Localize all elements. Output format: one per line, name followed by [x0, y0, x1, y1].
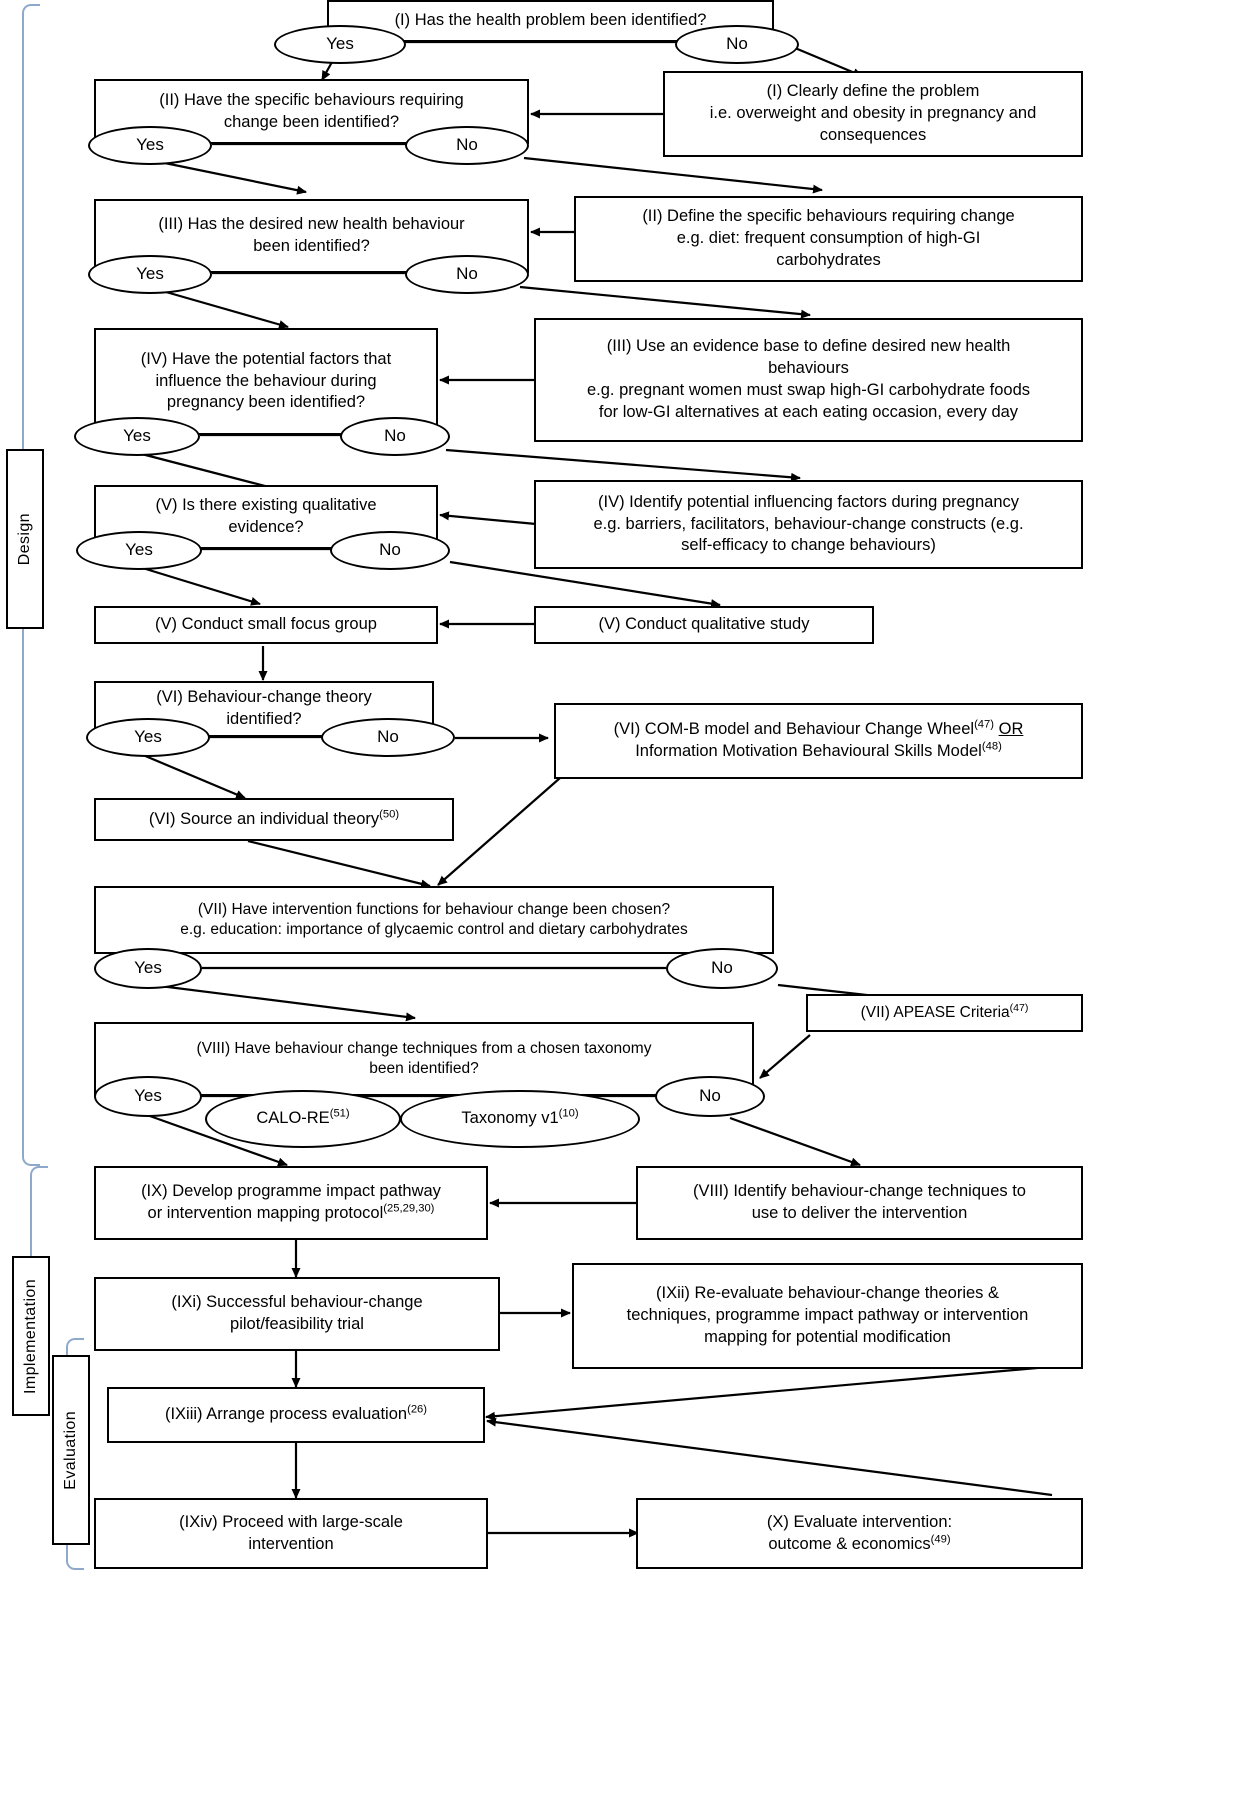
ref-evaluate: (49): [930, 1533, 951, 1545]
oval-q5-yes[interactable]: Yes: [76, 531, 202, 570]
oval-q3-no[interactable]: No: [405, 255, 529, 294]
oval-q6-yes[interactable]: Yes: [86, 718, 210, 757]
ref-imb: (48): [981, 740, 1002, 753]
ref-process-evaluation: (26): [407, 1403, 428, 1416]
oval-q3-yes[interactable]: Yes: [88, 255, 212, 294]
oval-q7-yes[interactable]: Yes: [94, 948, 202, 989]
oval-taxonomy-v1[interactable]: Taxonomy v1(10): [400, 1090, 640, 1148]
oval-q4-no[interactable]: No: [340, 417, 450, 456]
oval-q2-yes[interactable]: Yes: [88, 126, 212, 165]
oval-q7-no[interactable]: No: [666, 948, 778, 989]
phase-label-implementation: Implementation: [12, 1256, 50, 1416]
edge-q3no-a3: [519, 285, 811, 319]
node-a7-apease-criteria[interactable]: (VII) APEASE Criteria(47): [806, 994, 1083, 1032]
ref-com-b: (47): [974, 718, 995, 731]
edge-n10-n9iii: [486, 1417, 1053, 1497]
node-n9iv-large-scale-intervention[interactable]: (IXiv) Proceed with large-scale interven…: [94, 1498, 488, 1569]
node-conduct-small-focus-group[interactable]: (V) Conduct small focus group: [94, 606, 438, 644]
oval-q8-yes[interactable]: Yes: [94, 1076, 202, 1117]
oval-q5-no[interactable]: No: [330, 531, 450, 570]
ref-calo-re: (51): [329, 1107, 350, 1120]
node-source-individual-theory[interactable]: (VI) Source an individual theory(50): [94, 798, 454, 841]
oval-q8-no[interactable]: No: [655, 1076, 765, 1117]
oval-q1-yes[interactable]: Yes: [274, 25, 406, 64]
node-a6-com-b-model[interactable]: (VI) COM-B model and Behaviour Change Wh…: [554, 703, 1083, 779]
edge-q8yes-n9: [146, 1113, 288, 1167]
node-a2-define-behaviours[interactable]: (II) Define the specific behaviours requ…: [574, 196, 1083, 282]
edge-q2no-a2: [523, 156, 823, 194]
ref-taxonomy-v1: (10): [558, 1107, 579, 1120]
edge-q1yes-q2: [321, 61, 333, 81]
edge-a6-q7: [437, 777, 561, 886]
or-keyword: OR: [998, 720, 1024, 739]
phase-label-evaluation: Evaluation: [52, 1355, 90, 1545]
edge-q6yes-n6: [142, 753, 246, 800]
node-q8-behaviour-change-techniques[interactable]: (VIII) Have behaviour change techniques …: [94, 1022, 754, 1096]
edge-n6-q7: [247, 839, 431, 889]
edge-n9ii-n9iii: [485, 1365, 1049, 1421]
edge-q4no-a4: [445, 448, 801, 482]
edge-q7yes-q8: [159, 984, 416, 1022]
edge-q5no-focus: [449, 560, 721, 609]
node-a4-influencing-factors[interactable]: (IV) Identify potential influencing fact…: [534, 480, 1083, 569]
node-a1-define-problem[interactable]: (I) Clearly define the problem i.e. over…: [663, 71, 1083, 157]
node-n9iii-process-evaluation[interactable]: (IXiii) Arrange process evaluation(26): [107, 1387, 485, 1443]
ref-apease: (47): [1009, 1001, 1029, 1014]
ref-individual-theory: (50): [379, 808, 400, 821]
node-conduct-qualitative-study[interactable]: (V) Conduct qualitative study: [534, 606, 874, 644]
oval-q2-no[interactable]: No: [405, 126, 529, 165]
phase-label-design: Design: [6, 449, 44, 629]
oval-q1-no[interactable]: No: [675, 25, 799, 64]
oval-q6-no[interactable]: No: [321, 718, 455, 757]
node-n9i-pilot-feasibility-trial[interactable]: (IXi) Successful behaviour-change pilot/…: [94, 1277, 500, 1351]
oval-taxonomy-calo-re[interactable]: CALO-RE(51): [205, 1090, 401, 1148]
node-a8-identify-techniques[interactable]: (VIII) Identify behaviour-change techniq…: [636, 1166, 1083, 1240]
edge-q3yes-q4: [151, 286, 289, 329]
node-a3-evidence-base[interactable]: (III) Use an evidence base to define des…: [534, 318, 1083, 442]
edge-q8no-a8: [729, 1116, 861, 1167]
edge-q5yes-qual: [135, 564, 261, 606]
edge-a7-q8: [759, 1034, 811, 1079]
ref-pathway: (25,29,30): [383, 1202, 435, 1215]
edge-q2yes-q3: [149, 158, 307, 195]
node-n10-evaluate-intervention[interactable]: (X) Evaluate intervention:outcome & econ…: [636, 1498, 1083, 1569]
edge-a4-q5: [439, 511, 537, 526]
oval-q4-yes[interactable]: Yes: [74, 417, 200, 456]
node-n9ii-re-evaluate[interactable]: (IXii) Re-evaluate behaviour-change theo…: [572, 1263, 1083, 1369]
node-q7-intervention-functions[interactable]: (VII) Have intervention functions for be…: [94, 886, 774, 954]
